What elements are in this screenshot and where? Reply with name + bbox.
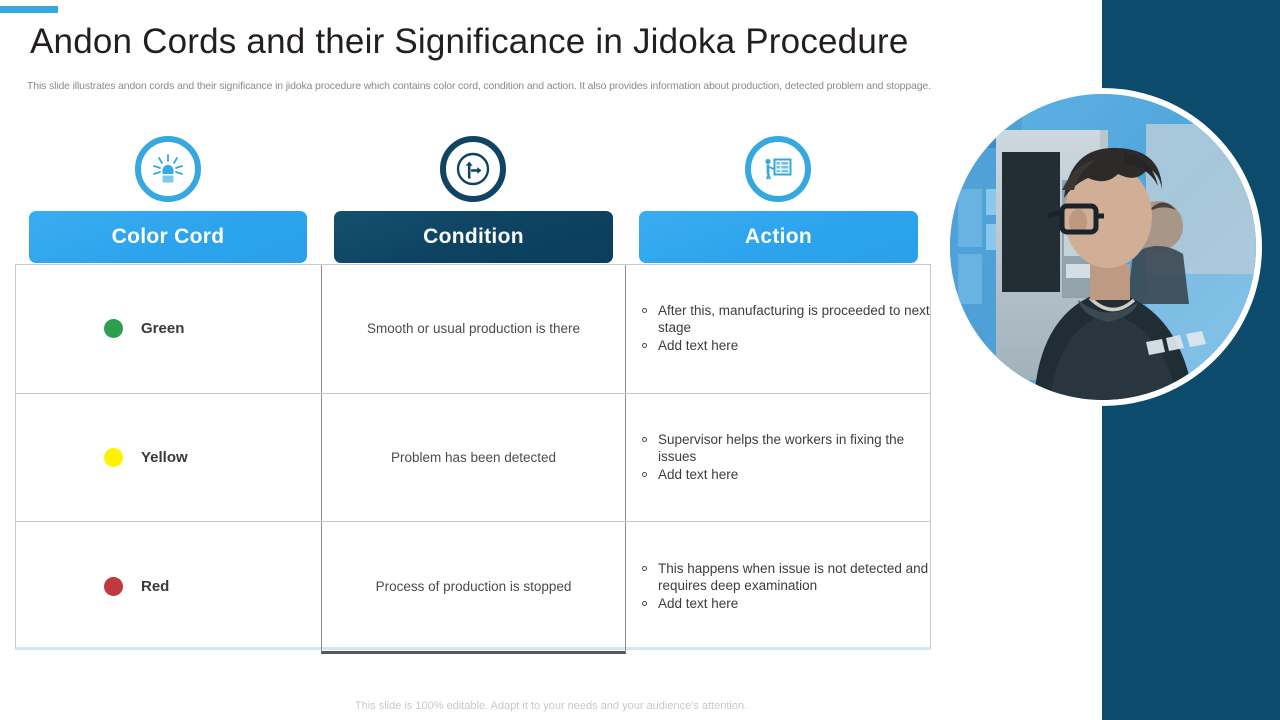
presentation-training-icon <box>745 136 811 202</box>
action-bullet-list: Supervisor helps the workers in fixing t… <box>636 431 930 484</box>
column-header-condition[interactable]: Condition <box>334 211 613 263</box>
cell-color-cord: Yellow <box>16 394 321 522</box>
photo-clip <box>950 94 1256 400</box>
column-header-action[interactable]: Action <box>639 211 918 263</box>
footer-note: This slide is 100% editable. Adapt it to… <box>354 700 748 712</box>
cell-color-cord: Green <box>16 265 321 393</box>
action-bullet-list: This happens when issue is not detected … <box>636 560 930 613</box>
list-item: Add text here <box>636 337 930 354</box>
column-header-label: Color Cord <box>111 225 225 248</box>
page-subtitle: This slide illustrates andon cords and t… <box>27 80 931 92</box>
list-item: Supervisor helps the workers in fixing t… <box>636 431 930 465</box>
action-bullet-list: After this, manufacturing is proceeded t… <box>636 302 930 355</box>
cell-condition: Smooth or usual production is there <box>321 265 626 393</box>
table-row: Green Smooth or usual production is ther… <box>16 265 930 394</box>
list-item: Add text here <box>636 466 930 483</box>
color-label: Yellow <box>141 448 188 466</box>
page-title: Andon Cords and their Significance in Ji… <box>30 22 909 61</box>
cell-action: Supervisor helps the workers in fixing t… <box>626 394 930 522</box>
andon-alarm-light-icon <box>135 136 201 202</box>
column-header-label: Condition <box>423 225 524 248</box>
list-item: This happens when issue is not detected … <box>636 560 930 594</box>
list-item: After this, manufacturing is proceeded t… <box>636 302 930 336</box>
status-dot-red <box>104 576 123 596</box>
cell-color-cord: Red <box>16 522 321 651</box>
cell-condition: Process of production is stopped <box>321 522 626 654</box>
condition-text: Problem has been detected <box>390 449 557 465</box>
color-label: Green <box>141 320 185 338</box>
top-left-accent-bar <box>0 6 58 13</box>
cell-condition: Problem has been detected <box>321 393 626 521</box>
color-label: Red <box>141 577 170 595</box>
andon-cords-table: Green Smooth or usual production is ther… <box>15 264 931 654</box>
table-row: Yellow Problem has been detected Supervi… <box>16 393 930 522</box>
list-item: Add text here <box>636 595 930 612</box>
cell-action: This happens when issue is not detected … <box>626 522 930 651</box>
factory-worker-at-machine-photo <box>944 88 1262 406</box>
condition-text: Smooth or usual production is there <box>366 321 581 337</box>
column-header-label: Action <box>744 225 813 248</box>
cell-action: After this, manufacturing is proceeded t… <box>626 265 930 393</box>
column-header-color-cord[interactable]: Color Cord <box>29 211 307 263</box>
status-dot-green <box>104 319 123 339</box>
status-dot-yellow <box>104 447 123 467</box>
table-row: Red Process of production is stopped Thi… <box>16 522 930 654</box>
process-arrows-icon <box>440 136 506 202</box>
condition-text: Process of production is stopped <box>375 578 572 594</box>
